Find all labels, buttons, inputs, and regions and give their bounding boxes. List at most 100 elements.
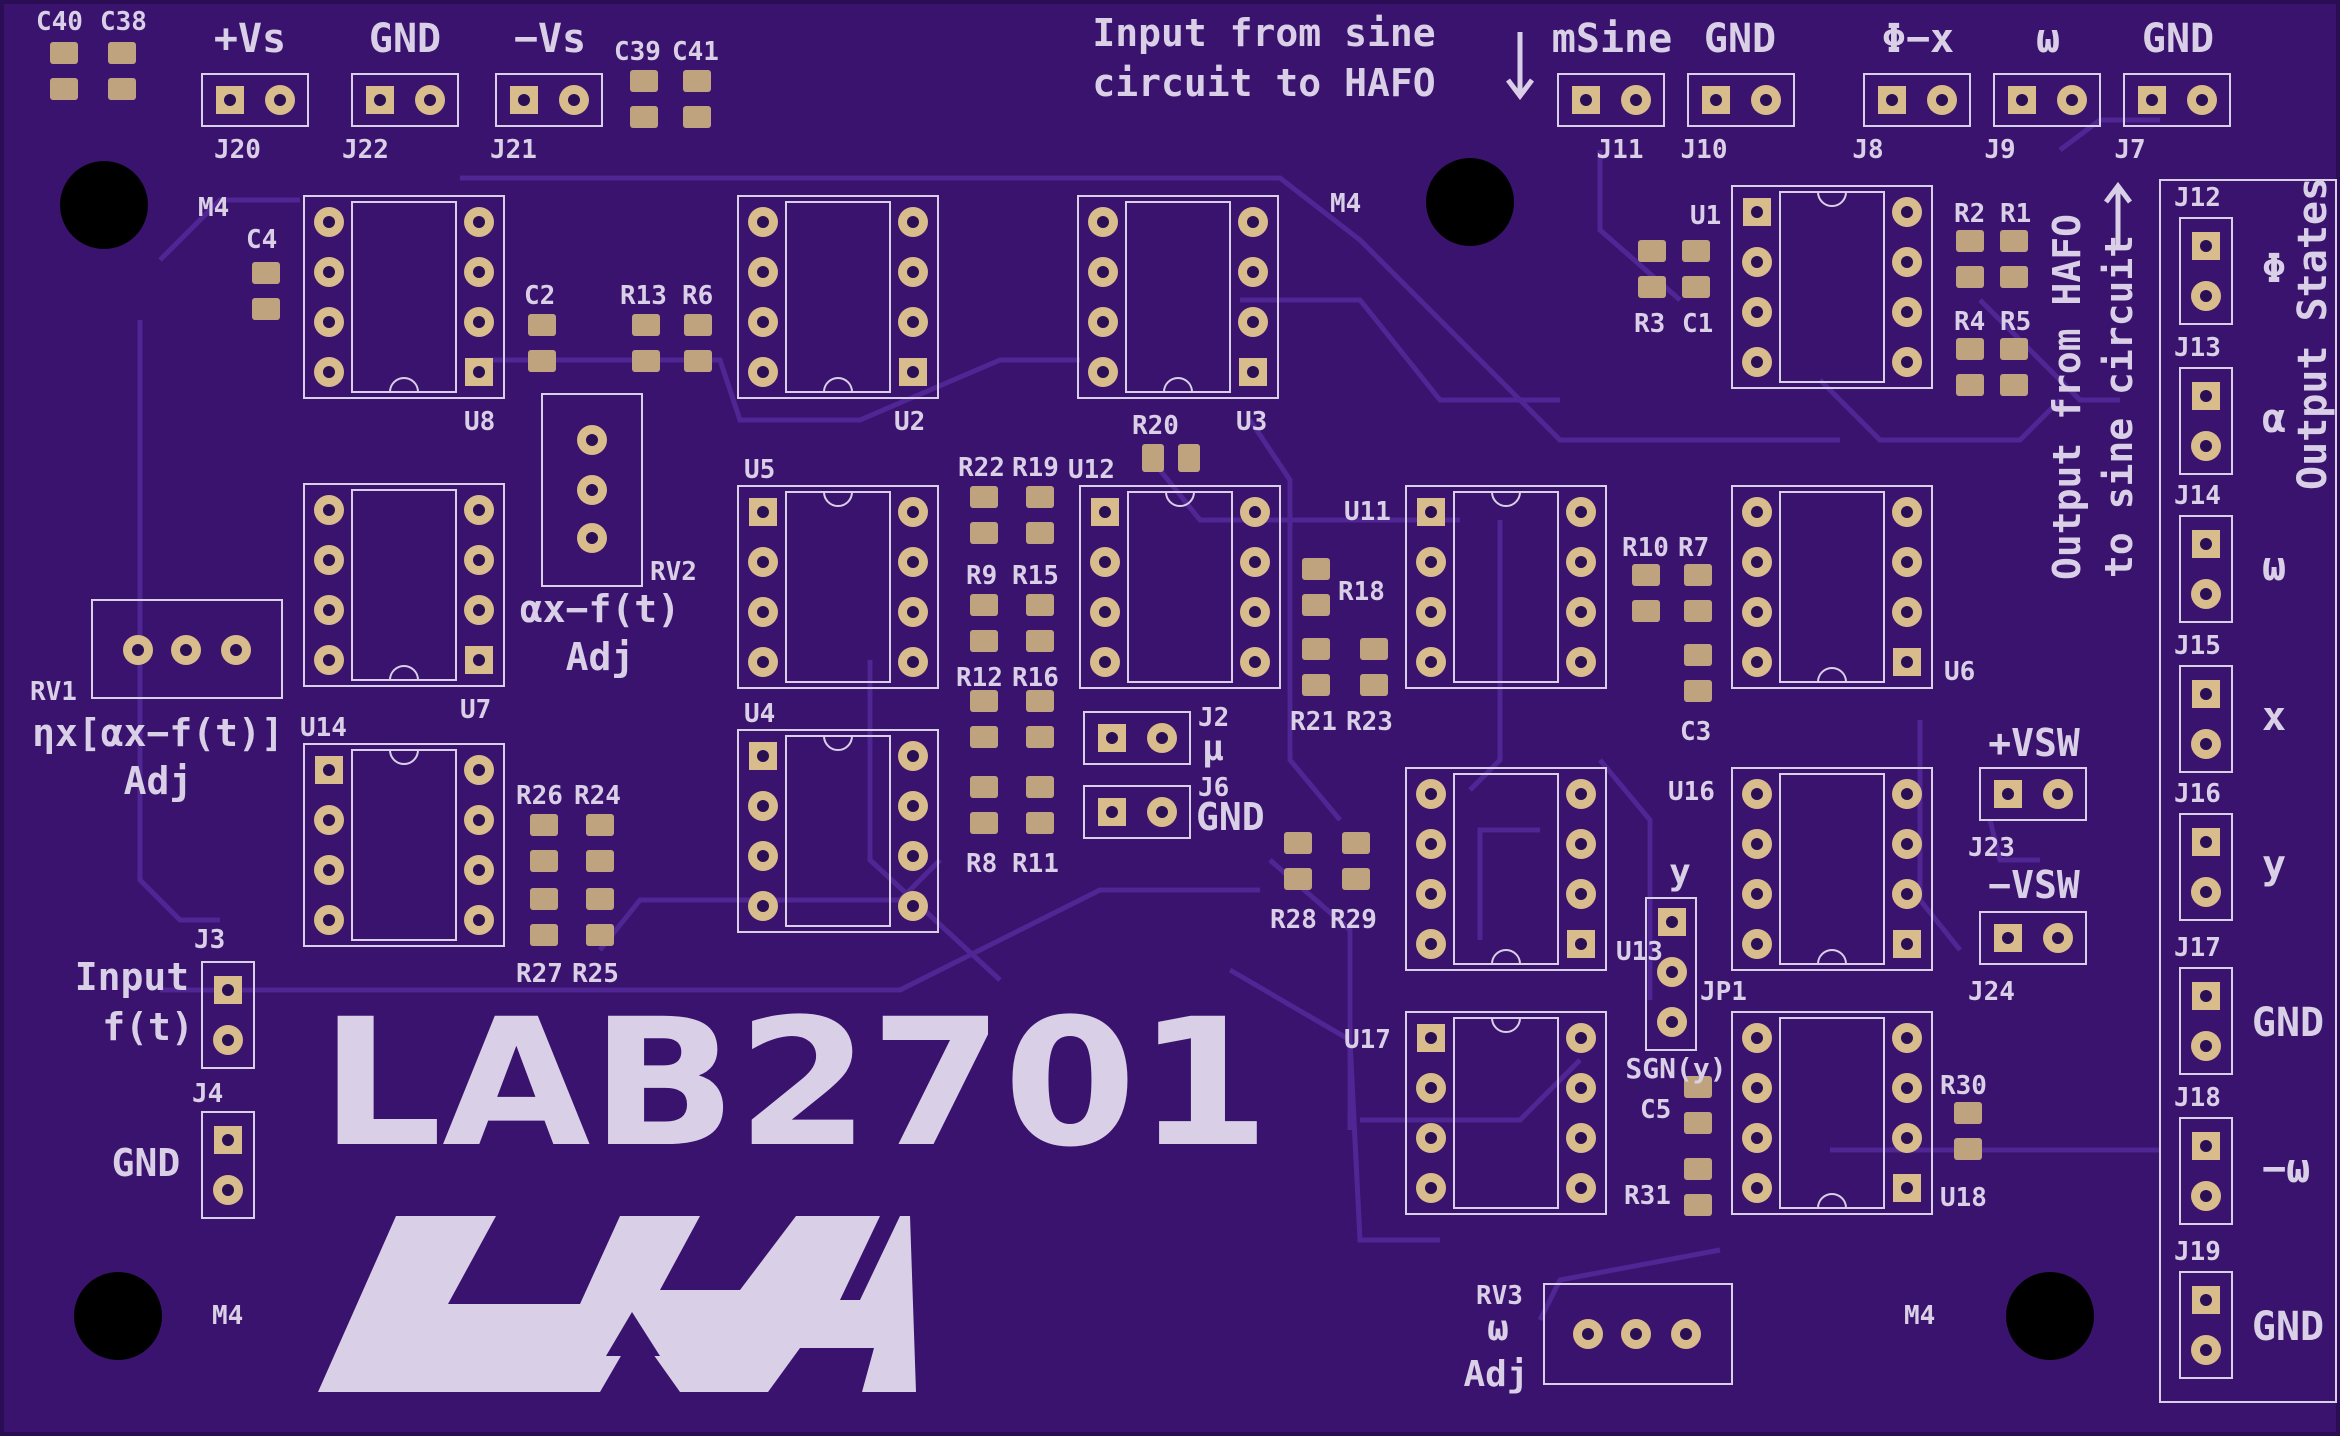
- ic-body: [351, 749, 457, 941]
- drill-hole: [1247, 316, 1259, 328]
- ic-pin: [1742, 1173, 1772, 1203]
- smd-pad: [970, 812, 998, 834]
- power-header-J22[interactable]: [351, 73, 459, 127]
- output-header-J19[interactable]: [2179, 1271, 2233, 1379]
- drill-hole: [1099, 656, 1111, 668]
- ic-pin: [1742, 297, 1772, 327]
- drill-hole: [1575, 938, 1587, 950]
- output-header-J14[interactable]: [2179, 515, 2233, 623]
- drill-hole: [1751, 1082, 1763, 1094]
- passive-ref-label: R30: [1940, 1071, 1987, 1101]
- header-J4[interactable]: [201, 1111, 255, 1219]
- ic-pin: [748, 841, 778, 871]
- output-header-J17[interactable]: [2179, 967, 2233, 1075]
- header-J10[interactable]: [1687, 73, 1795, 127]
- drill-hole: [1751, 888, 1763, 900]
- passive-R1: [2000, 230, 2028, 288]
- jumper-label: SGN(y): [1625, 1052, 1726, 1085]
- header-J24[interactable]: [1979, 911, 2087, 965]
- passive-R10: [1632, 564, 1660, 622]
- drill-hole: [1901, 656, 1913, 668]
- header-J23[interactable]: [1979, 767, 2087, 821]
- ic-pin: [1088, 207, 1118, 237]
- pin-pad: [1621, 85, 1651, 115]
- header-J11[interactable]: [1557, 73, 1665, 127]
- output-header-J12[interactable]: [2179, 217, 2233, 325]
- header-J9[interactable]: [1993, 73, 2101, 127]
- header-J2[interactable]: [1083, 711, 1191, 765]
- ic-pin: [1416, 879, 1446, 909]
- drill-hole: [757, 606, 769, 618]
- drill-hole: [1751, 1132, 1763, 1144]
- header-J3[interactable]: [201, 961, 255, 1069]
- header-J7[interactable]: [2123, 73, 2231, 127]
- ic-ref-label: U8: [464, 407, 495, 437]
- header-J8[interactable]: [1863, 73, 1971, 127]
- pin-pad: [510, 86, 538, 114]
- drill-hole: [323, 554, 335, 566]
- ic-pin: [748, 891, 778, 921]
- mounting-label: M4: [1904, 1301, 1935, 1331]
- pot-label-line2: Adj: [566, 635, 635, 679]
- drill-hole: [1666, 1016, 1678, 1028]
- drill-hole: [473, 864, 485, 876]
- drill-hole: [323, 764, 335, 776]
- ic-pin: [1416, 1073, 1446, 1103]
- ic-pin: [464, 595, 494, 625]
- drill-hole: [323, 914, 335, 926]
- passive-R30: [1954, 1102, 1982, 1160]
- smd-pad: [1302, 558, 1330, 580]
- drill-hole: [230, 644, 242, 656]
- ic-outline: [1731, 767, 1933, 971]
- ic-ref-label: U5: [744, 455, 775, 485]
- pin-pad: [1927, 85, 1957, 115]
- smd-pad: [970, 594, 998, 616]
- passive-ref-label: R31: [1624, 1181, 1671, 1211]
- header-ref-label: J20: [214, 135, 261, 165]
- ic-pin: [314, 495, 344, 525]
- output-header-J15[interactable]: [2179, 665, 2233, 773]
- power-header-J21[interactable]: [495, 73, 603, 127]
- ic-body: [785, 735, 891, 927]
- header-label-minus-vsw: −VSW: [1988, 863, 2080, 907]
- smd-pad: [1682, 240, 1710, 262]
- pin-pad: [1671, 1319, 1701, 1349]
- drill-hole: [1097, 316, 1109, 328]
- power-header-J20[interactable]: [201, 73, 309, 127]
- ic-pin: [1892, 1123, 1922, 1153]
- passive-R18: [1302, 558, 1330, 616]
- ic-outline: [1731, 485, 1933, 689]
- passive-ref-label: R12: [956, 663, 1003, 693]
- drill-hole: [2200, 440, 2212, 452]
- jumper-JP1[interactable]: [1645, 897, 1697, 1051]
- ic-pin: [898, 207, 928, 237]
- smd-pad: [1632, 600, 1660, 622]
- header-ref-label: J3: [194, 925, 225, 955]
- pot-outline: [1543, 1283, 1733, 1385]
- power-label-gnd: GND: [369, 16, 441, 62]
- header-ref-label: J21: [490, 135, 537, 165]
- header-ref-label: J7: [2114, 135, 2145, 165]
- ic-pin: [1566, 647, 1596, 677]
- potentiometer-RV2[interactable]: [541, 393, 643, 587]
- pin-pad: [559, 85, 589, 115]
- smd-pad: [1638, 240, 1666, 262]
- smd-pad: [1638, 276, 1666, 298]
- ic-U12: [1079, 485, 1281, 689]
- potentiometer-RV3[interactable]: [1543, 1283, 1733, 1385]
- drill-hole: [473, 316, 485, 328]
- smd-pad: [50, 78, 78, 100]
- output-header-J18[interactable]: [2179, 1117, 2233, 1225]
- header-J6[interactable]: [1083, 785, 1191, 839]
- passive-C1: [1682, 240, 1710, 298]
- drill-hole: [1249, 506, 1261, 518]
- header-outline: [2179, 217, 2233, 325]
- output-header-J13[interactable]: [2179, 367, 2233, 475]
- mounting-label: M4: [212, 1301, 243, 1331]
- ic-U7: [303, 483, 505, 687]
- ic-U13: [1405, 767, 1607, 971]
- ic-ref-label: U16: [1668, 777, 1715, 807]
- pot-outline: [91, 599, 283, 699]
- potentiometer-RV1[interactable]: [91, 599, 283, 699]
- output-header-J16[interactable]: [2179, 813, 2233, 921]
